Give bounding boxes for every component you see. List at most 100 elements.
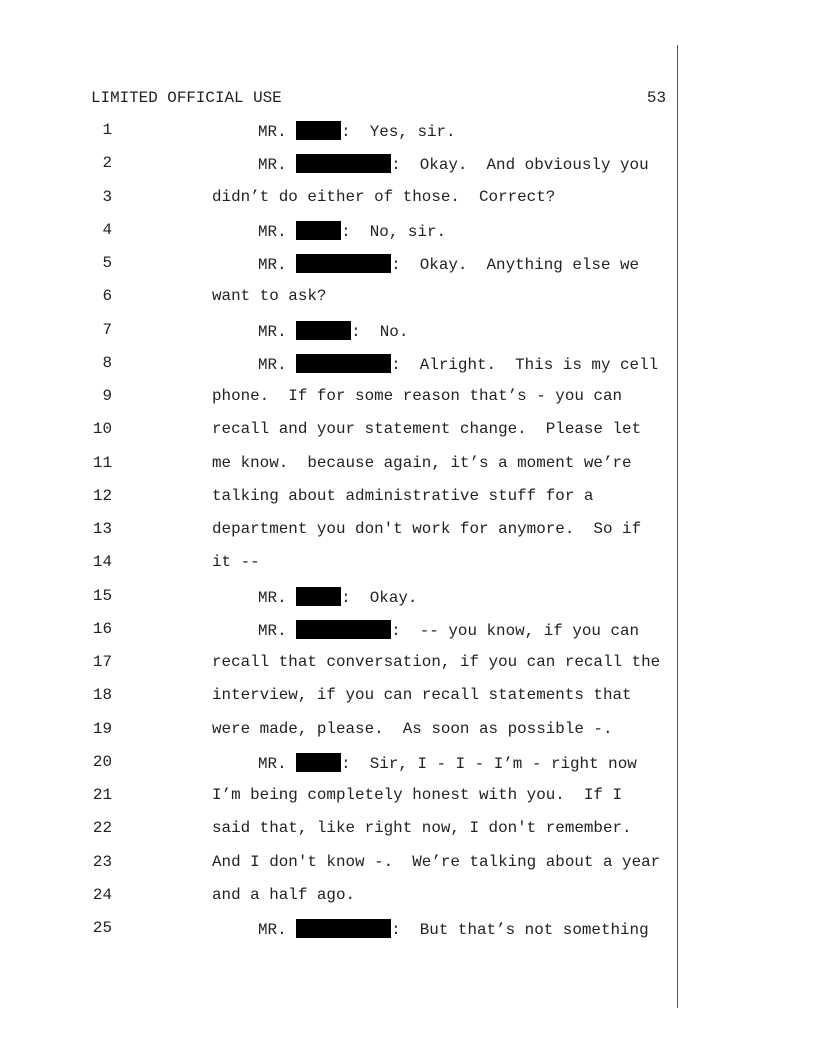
redaction-box bbox=[296, 752, 342, 772]
spoken-text: : Okay. And obviously you bbox=[391, 156, 649, 175]
line-text: and a half ago. bbox=[212, 886, 355, 904]
transcript-line: 16 MR. : -- you know, if you can bbox=[0, 617, 816, 650]
spoken-text: : Yes, sir. bbox=[341, 123, 456, 141]
spoken-text: didn’t do either of those. Correct? bbox=[212, 187, 556, 206]
transcript-line: 20 MR. : Sir, I - I - I’m - right now bbox=[0, 750, 816, 783]
speaker-prefix: MR. bbox=[258, 621, 297, 640]
line-text: were made, please. As soon as possible -… bbox=[212, 720, 613, 738]
transcript-line: 12 talking about administrative stuff for… bbox=[0, 484, 816, 517]
line-text: want to ask? bbox=[212, 287, 326, 305]
spoken-text: want to ask? bbox=[212, 287, 327, 306]
classification-header: LIMITED OFFICIAL USE bbox=[91, 89, 282, 107]
spoken-text: talking about administrative stuff for a bbox=[212, 486, 594, 505]
transcript-line: 17 recall that conversation, if you can r… bbox=[0, 650, 816, 683]
line-text: talking about administrative stuff for a bbox=[212, 487, 593, 505]
line-text: MR. : Yes, sir. bbox=[258, 121, 456, 141]
spoken-text: it -- bbox=[212, 553, 260, 572]
spoken-text: recall and your statement change. Please… bbox=[212, 420, 642, 439]
line-text: said that, like right now, I don't remem… bbox=[212, 819, 632, 837]
speaker-prefix: MR. bbox=[258, 222, 297, 241]
line-text: department you don't work for anymore. S… bbox=[212, 520, 641, 538]
transcript-line: 3 didn’t do either of those. Correct? bbox=[0, 185, 816, 218]
line-number: 14 bbox=[92, 553, 112, 572]
transcript-line: 8 MR. : Alright. This is my cell bbox=[0, 351, 816, 384]
transcript-line: 5 MR. : Okay. Anything else we bbox=[0, 251, 816, 284]
spoken-text: : Sir, I - I - I’m - right now bbox=[341, 754, 637, 773]
line-number: 18 bbox=[92, 686, 112, 705]
line-number: 13 bbox=[92, 520, 112, 538]
transcript-line: 22 said that, like right now, I don't rem… bbox=[0, 816, 816, 849]
redaction-box bbox=[296, 586, 342, 606]
line-number: 19 bbox=[92, 719, 112, 738]
redaction-box bbox=[296, 254, 392, 273]
transcript-line: 9 phone. If for some reason that’s - you … bbox=[0, 384, 816, 417]
spoken-text: me know. because again, it’s a moment we… bbox=[212, 453, 632, 472]
spoken-text: : Okay. Anything else we bbox=[391, 256, 640, 274]
spoken-text: : Alright. This is my cell bbox=[391, 355, 659, 374]
line-text: recall and your statement change. Please… bbox=[212, 420, 641, 438]
line-number: 1 bbox=[102, 121, 112, 139]
line-text: interview, if you can recall statements … bbox=[212, 686, 632, 704]
speaker-prefix: MR. bbox=[258, 355, 297, 374]
line-text: MR. : Okay. And obviously you bbox=[258, 154, 649, 174]
line-number: 8 bbox=[102, 353, 112, 372]
line-text: MR. : No. bbox=[258, 320, 409, 341]
line-text: recall that conversation, if you can rec… bbox=[212, 653, 660, 671]
redaction-box bbox=[296, 619, 392, 639]
speaker-prefix: MR. bbox=[258, 588, 297, 607]
transcript-line: 4 MR. : No, sir. bbox=[0, 218, 816, 251]
redaction-box bbox=[296, 919, 392, 938]
line-number: 12 bbox=[92, 486, 112, 505]
line-number: 17 bbox=[92, 653, 112, 671]
spoken-text: : No. bbox=[351, 322, 409, 341]
spoken-text: department you don't work for anymore. S… bbox=[212, 520, 642, 538]
transcript-line: 1 MR. : Yes, sir. bbox=[0, 118, 816, 151]
transcript-line: 7 MR. : No. bbox=[0, 318, 816, 351]
line-number: 15 bbox=[92, 586, 112, 605]
line-number: 16 bbox=[92, 619, 112, 638]
transcript-line: 14 it -- bbox=[0, 550, 816, 583]
transcript-line: 19 were made, please. As soon as possible… bbox=[0, 717, 816, 750]
transcript-line: 23 And I don't know -. We’re talking abou… bbox=[0, 850, 816, 883]
line-text: MR. : Sir, I - I - I’m - right now bbox=[258, 752, 637, 773]
line-text: MR. : Okay. bbox=[258, 586, 418, 607]
spoken-text: : But that’s not something bbox=[391, 921, 649, 939]
line-number: 3 bbox=[102, 187, 112, 206]
line-number: 7 bbox=[102, 320, 112, 339]
spoken-text: interview, if you can recall statements … bbox=[212, 686, 632, 705]
line-number: 5 bbox=[102, 254, 112, 272]
transcript-line: 10 recall and your statement change. Plea… bbox=[0, 417, 816, 450]
speaker-prefix: MR. bbox=[258, 322, 297, 341]
redaction-box bbox=[296, 220, 342, 240]
line-number: 20 bbox=[92, 752, 112, 771]
redaction-box bbox=[296, 154, 392, 174]
line-number: 22 bbox=[92, 819, 112, 838]
transcript-line: 18 interview, if you can recall statement… bbox=[0, 683, 816, 716]
line-number: 11 bbox=[92, 453, 112, 472]
spoken-text: : No, sir. bbox=[341, 222, 447, 241]
line-number: 25 bbox=[92, 919, 112, 937]
line-number: 23 bbox=[92, 852, 112, 871]
line-text: didn’t do either of those. Correct? bbox=[212, 188, 555, 206]
line-text: me know. because again, it’s a moment we… bbox=[212, 454, 632, 472]
transcript-line: 11 me know. because again, it’s a moment … bbox=[0, 451, 816, 484]
speaker-prefix: MR. bbox=[258, 156, 297, 175]
page-number: 53 bbox=[646, 89, 666, 107]
line-text: And I don't know -. We’re talking about … bbox=[212, 853, 660, 871]
transcript-line: 15 MR. : Okay. bbox=[0, 584, 816, 617]
spoken-text: I’m being completely honest with you. If… bbox=[212, 786, 623, 804]
line-text: phone. If for some reason that’s - you c… bbox=[212, 387, 622, 405]
transcript-line: 24 and a half ago. bbox=[0, 883, 816, 916]
line-number: 24 bbox=[92, 885, 112, 904]
line-number: 9 bbox=[102, 387, 112, 405]
line-number: 10 bbox=[92, 420, 112, 439]
spoken-text: : -- you know, if you can bbox=[391, 621, 640, 640]
spoken-text: : Okay. bbox=[341, 588, 418, 607]
redaction-box bbox=[296, 121, 342, 140]
line-text: MR. : Okay. Anything else we bbox=[258, 254, 639, 274]
line-number: 6 bbox=[102, 287, 112, 306]
speaker-prefix: MR. bbox=[258, 256, 297, 274]
line-number: 4 bbox=[102, 220, 112, 239]
